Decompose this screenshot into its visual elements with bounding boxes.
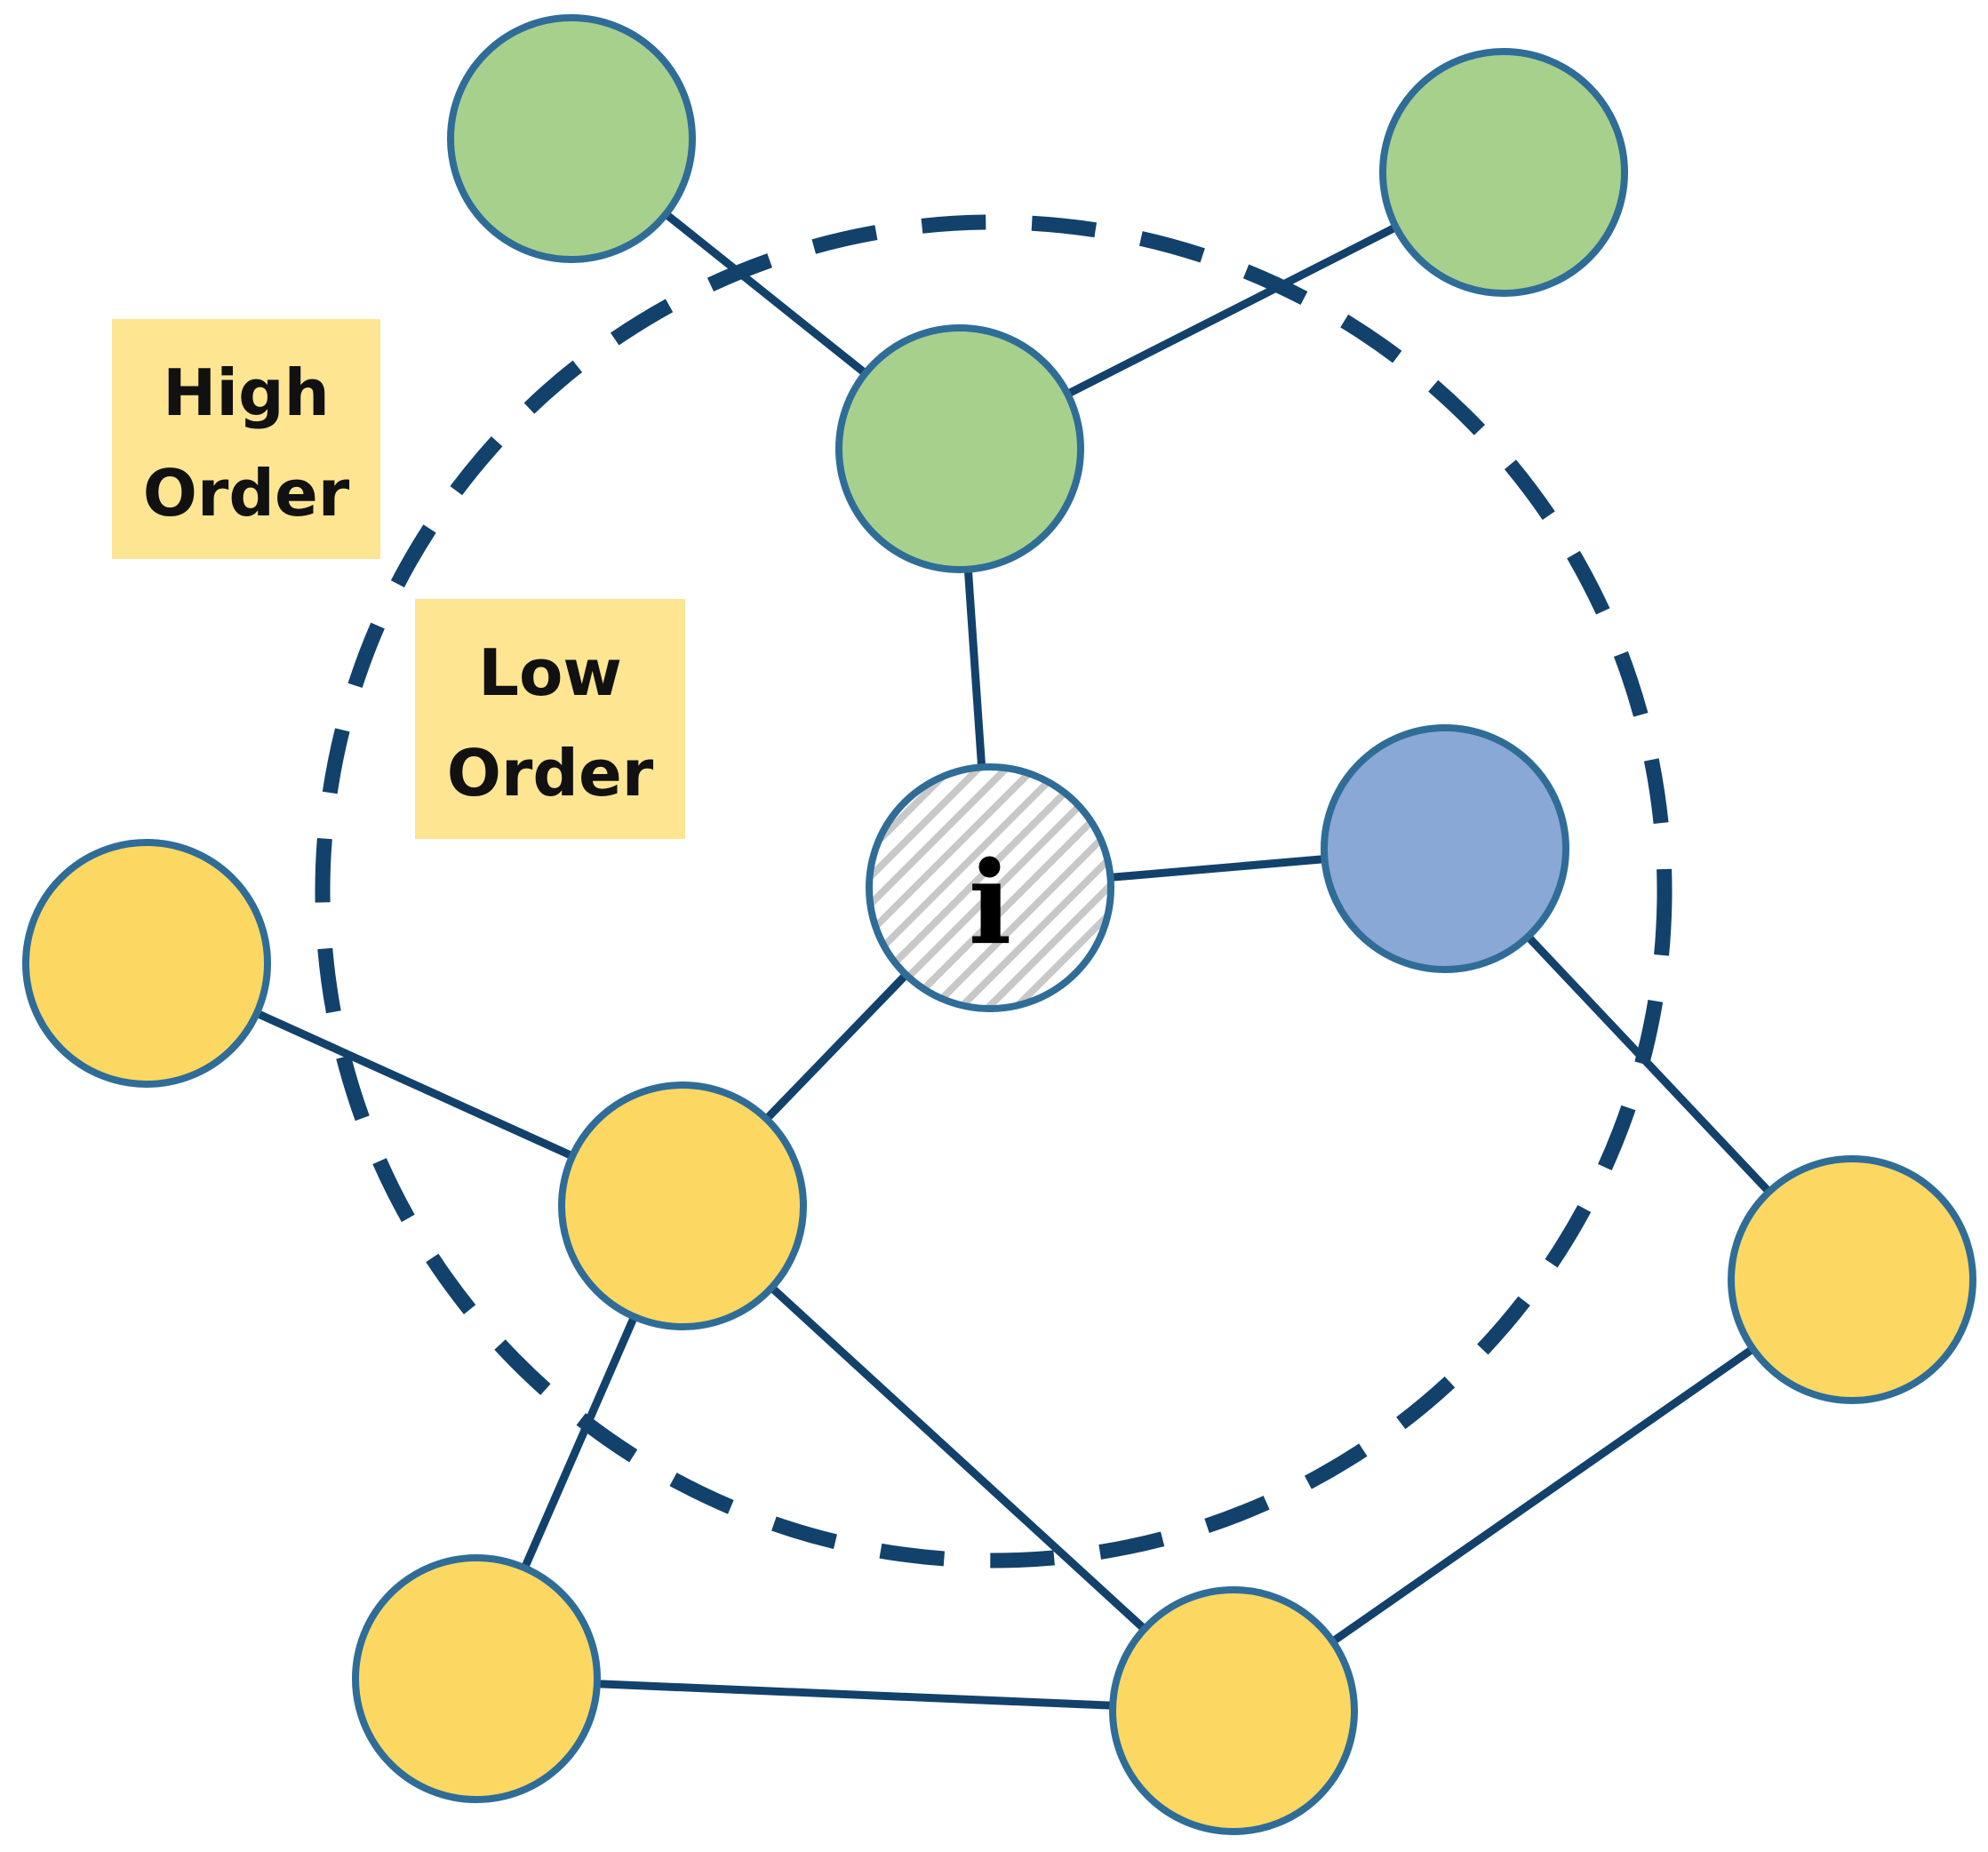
node-yellow-bottom-left [352,1554,601,1803]
node-center-i-circle [866,763,1114,1012]
high-order-label-line1: High [163,355,330,430]
low-order-label-line1: Low [478,635,622,710]
node-green-hub [835,324,1084,573]
high-order-label-line2: Order [143,456,350,531]
node-yellow-left [22,839,271,1088]
nodes: i [22,14,1976,1835]
edge-yellow-right-bottom-mid [1229,1275,1856,1715]
low-order-label: Low Order [415,599,685,839]
node-center-i: i [866,763,1114,1012]
node-center-i-label: i [969,837,1012,970]
node-yellow-mid [558,1082,807,1330]
high-order-label: High Order [112,319,380,559]
node-yellow-right [1728,1155,1976,1404]
low-order-label-box [415,599,685,839]
edge-yellow-bottom-left-bottom-mid [472,1674,1238,1715]
edge-yellow-mid-bottom-mid [678,1201,1238,1715]
low-order-label-line2: Order [447,736,654,810]
node-green-top-right [1379,48,1628,297]
high-order-label-box [112,319,380,559]
node-yellow-bottom-mid [1109,1586,1358,1835]
low-order-neighborhood-ring [315,214,1673,1569]
node-green-top-left [447,14,696,263]
node-blue [1321,724,1569,973]
